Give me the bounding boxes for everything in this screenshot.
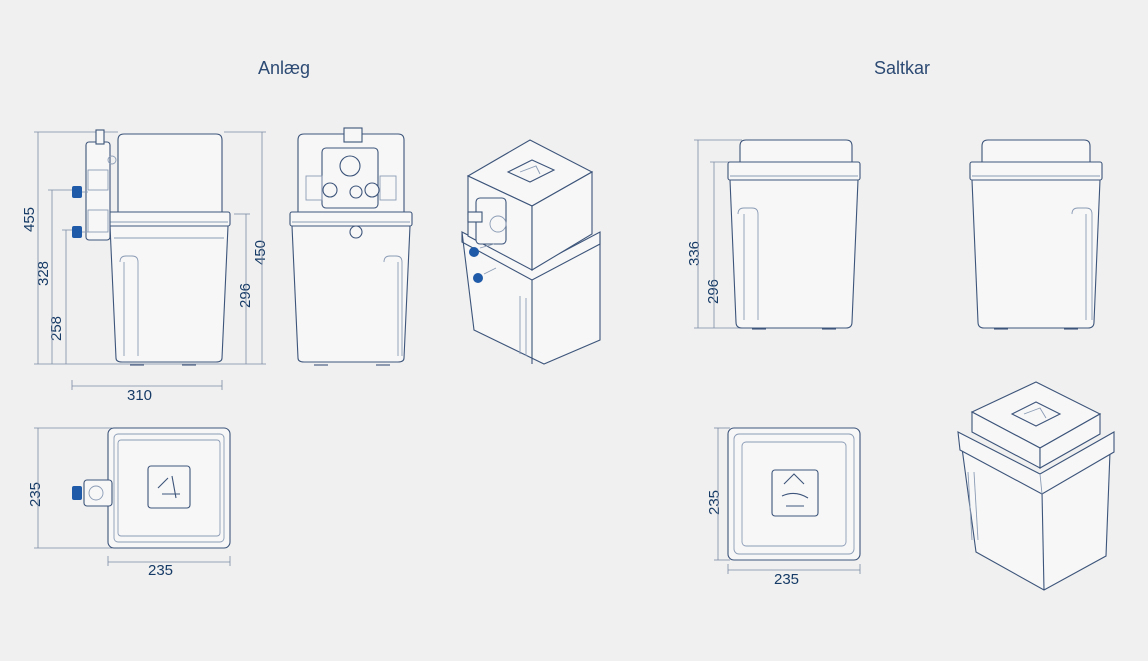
saltkar-front-view [694,139,861,330]
inlet-connector-icon [72,226,82,238]
dim-salt-top-width: 235 [774,571,800,588]
logo-icon [147,465,191,509]
anlaeg-top-view [34,427,231,566]
anlaeg-iso-view [461,139,601,365]
saltkar-iso-view [957,381,1115,591]
anlaeg-side-view [224,127,413,366]
title-anlaeg: Anlæg [258,58,311,78]
title-saltkar: Saltkar [874,58,931,78]
iso-inlet-connector-icon [473,273,483,283]
saltkar-side-view [969,139,1103,330]
outlet-connector-icon [72,186,82,198]
anlaeg-front-view [34,129,231,390]
dim-front-width: 310 [127,387,153,404]
dim-top-width: 235 [148,562,174,579]
saltkar-top-view [714,427,861,574]
top-connector-icon [72,486,82,500]
iso-outlet-connector-icon [469,247,479,257]
